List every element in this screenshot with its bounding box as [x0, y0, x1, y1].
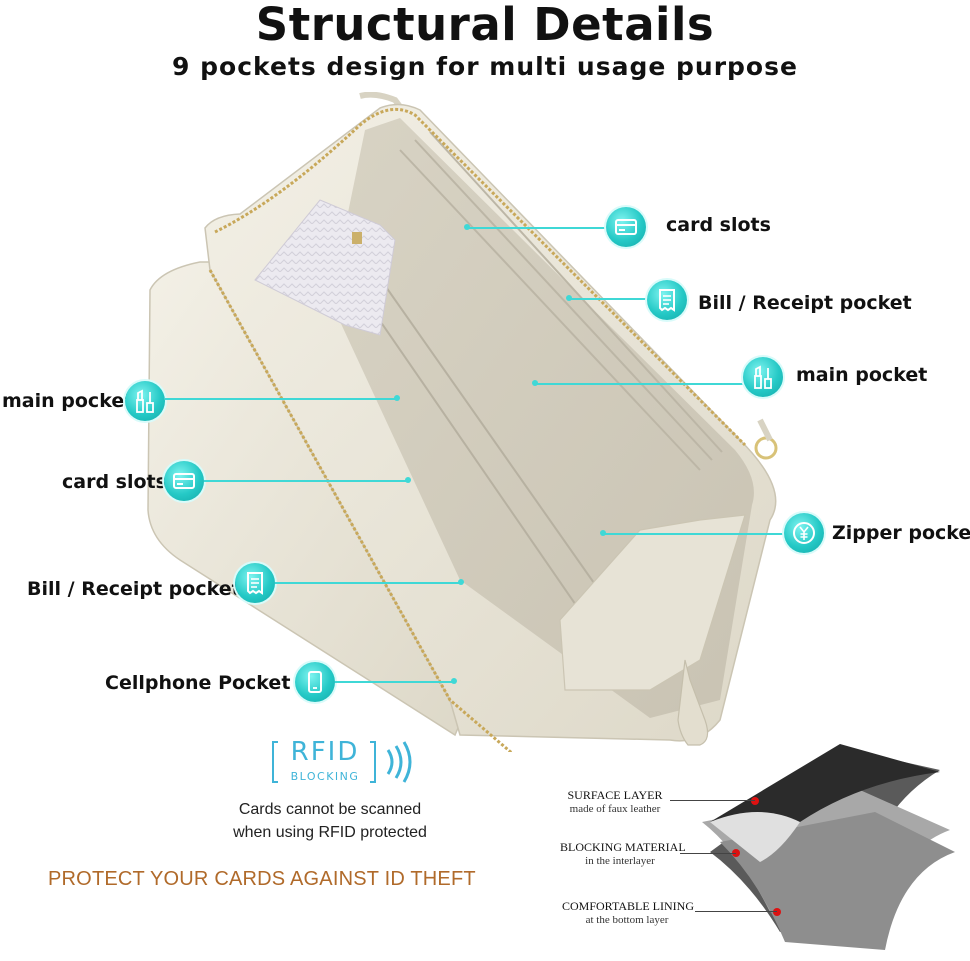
callout-card-slots-right: card slots — [666, 214, 771, 236]
lipstick-icon — [743, 357, 783, 397]
layer-lining-sub: at the bottom layer — [585, 914, 669, 926]
leader-dot — [405, 477, 411, 483]
blocking-marker-dot — [732, 849, 740, 857]
leader-dot — [394, 395, 400, 401]
leader-line — [204, 480, 408, 482]
rfid-logo-sub: BLOCKING — [290, 770, 360, 783]
leader-dot — [458, 579, 464, 585]
leader-dot — [464, 224, 470, 230]
receipt-icon — [235, 563, 275, 603]
callout-main-pocket-right: main pocket — [796, 364, 928, 386]
leader-dot — [600, 530, 606, 536]
leader-dot — [566, 295, 572, 301]
layer-leader — [695, 911, 777, 912]
callout-zipper-pocket: Zipper pocket — [832, 522, 970, 544]
material-layers-diagram — [702, 744, 955, 950]
leader-dot — [451, 678, 457, 684]
callout-receipt-left: Bill / Receipt pocket — [27, 578, 241, 600]
lining-marker-dot — [773, 908, 781, 916]
leader-line — [335, 681, 453, 683]
rfid-note-line1: Cards cannot be scanned — [238, 801, 422, 818]
callout-cellphone-pocket: Cellphone Pocket — [105, 672, 291, 694]
layer-blocking-title: BLOCKING MATERIAL — [560, 840, 686, 854]
rfid-note: Cards cannot be scanned when using RFID … — [200, 798, 460, 844]
leader-line — [570, 298, 646, 300]
rfid-logo-main: RFID — [290, 737, 360, 767]
leader-line — [536, 383, 743, 385]
leader-line — [165, 398, 397, 400]
leader-line — [275, 582, 461, 584]
leader-line — [468, 227, 606, 229]
layer-blocking-sub: in the interlayer — [585, 855, 655, 867]
leader-dot — [532, 380, 538, 386]
callout-card-slots-left: card slots — [62, 471, 167, 493]
layer-surface: SURFACE LAYER made of faux leather — [565, 788, 665, 816]
yen-coin-icon — [784, 513, 824, 553]
layer-leader — [670, 800, 755, 801]
leader-line — [604, 533, 784, 535]
layer-surface-sub: made of faux leather — [569, 803, 661, 815]
wallet-illustration — [147, 92, 778, 752]
rfid-logo: RFID BLOCKING — [270, 737, 430, 788]
page-title: Structural Details — [255, 0, 715, 51]
rfid-note-line2: when using RFID protected — [233, 824, 427, 841]
callout-receipt-right: Bill / Receipt pocket — [698, 292, 912, 314]
layer-lining: COMFORTABLE LINING at the bottom layer — [562, 899, 694, 927]
phone-icon — [295, 662, 335, 702]
callout-main-pocket-left: main pocket — [2, 390, 134, 412]
layer-surface-title: SURFACE LAYER — [567, 788, 663, 802]
card-icon — [164, 461, 204, 501]
layer-blocking: BLOCKING MATERIAL in the interlayer — [560, 840, 686, 868]
surface-marker-dot — [751, 797, 759, 805]
card-icon — [606, 207, 646, 247]
layer-leader — [680, 853, 736, 854]
rfid-bracket-icon — [272, 741, 412, 783]
receipt-icon — [647, 280, 687, 320]
protect-slogan: PROTECT YOUR CARDS AGAINST ID THEFT — [48, 868, 476, 890]
page-subtitle: 9 pockets design for multi usage purpose — [172, 52, 798, 81]
lipstick-icon — [125, 381, 165, 421]
layer-lining-title: COMFORTABLE LINING — [562, 899, 694, 913]
